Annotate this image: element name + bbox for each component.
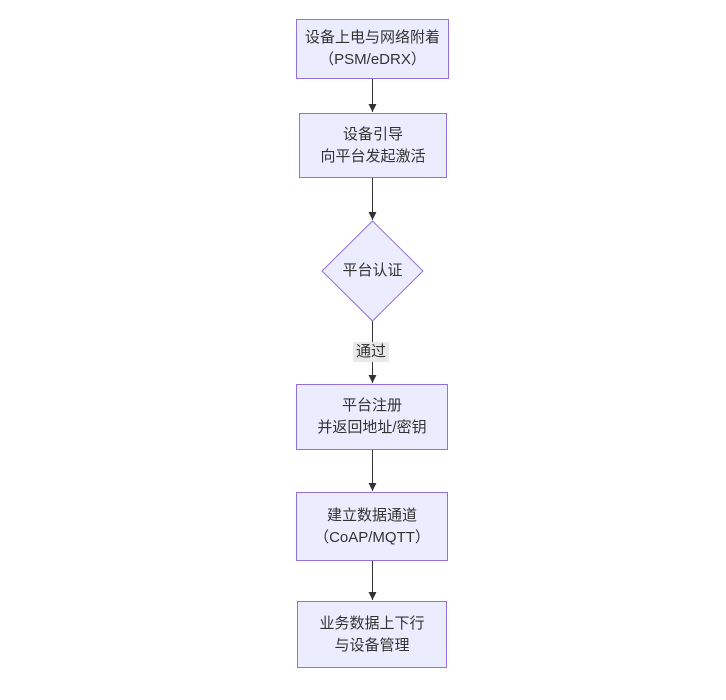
node-register-line1: 平台注册 bbox=[341, 397, 402, 414]
node-business-data: 业务数据上下行 与设备管理 bbox=[297, 601, 447, 668]
node-power-attach-line2: （PSM/eDRX） bbox=[319, 51, 426, 68]
decision-node-auth bbox=[321, 220, 424, 322]
node-data-channel: 建立数据通道 （CoAP/MQTT） bbox=[296, 492, 448, 561]
node-data-channel-line1: 建立数据通道 bbox=[326, 506, 417, 524]
node-bootstrap-line1: 设备引导 bbox=[342, 125, 403, 143]
node-business-data-line1: 业务数据上下行 bbox=[319, 614, 425, 632]
node-power-attach-line1: 设备上电与网络附着 bbox=[304, 29, 440, 46]
node-business-data-line2: 与设备管理 bbox=[334, 636, 410, 654]
node-data-channel-line2: （CoAP/MQTT） bbox=[314, 528, 430, 546]
node-power-attach: 设备上电与网络附着 （PSM/eDRX） bbox=[296, 19, 449, 79]
node-register: 平台注册 并返回地址/密钥 bbox=[296, 384, 448, 450]
node-bootstrap-line2: 向平台发起激活 bbox=[320, 147, 426, 165]
edge-label-pass: 通过 bbox=[353, 342, 390, 362]
decision-auth-label: 平台认证 bbox=[342, 262, 403, 279]
node-bootstrap: 设备引导 向平台发起激活 bbox=[299, 113, 447, 178]
node-register-line2: 并返回地址/密钥 bbox=[317, 419, 427, 436]
